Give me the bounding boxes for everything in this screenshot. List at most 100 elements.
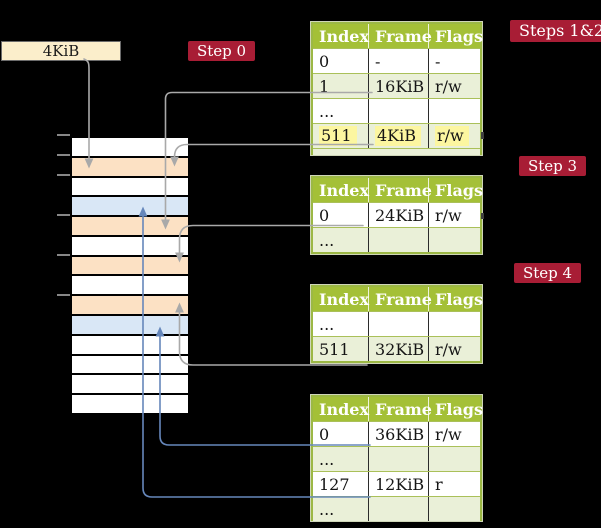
cell-index: ... (313, 228, 369, 252)
cell-flags (429, 312, 480, 336)
cell-flags: r/w (435, 205, 462, 225)
page-table-1: Index Frame Flags 0 - - 1 16KiB r/w ... … (311, 22, 483, 155)
table-row: 511 32KiB r/w (313, 336, 480, 361)
col-header-frame: Frame (369, 24, 432, 48)
col-header-frame: Frame (369, 178, 432, 202)
entry-stub (481, 132, 484, 139)
page-size-label: 4KiB (42, 42, 80, 60)
cell-flags (429, 497, 480, 521)
tick-mark (57, 154, 70, 156)
cell-frame (369, 312, 429, 336)
table-row: ... (313, 311, 480, 336)
page-table-2: Index Frame Flags 0 24KiB r/w ... (311, 176, 483, 254)
step0-badge: Step 0 (188, 41, 256, 61)
cell-frame: 32KiB (369, 337, 429, 361)
cell-index: 0 (313, 422, 369, 446)
table-row-highlighted: 511 4KiB r/w (313, 123, 480, 148)
cell-frame (369, 228, 429, 252)
cell-index: ... (313, 497, 369, 521)
page-size-box: 4KiB (1, 41, 121, 61)
table-row: ... (313, 98, 480, 123)
cell-flags (429, 99, 480, 123)
step4-badge: Step 4 (514, 263, 582, 283)
table-row: 1 16KiB r/w (313, 73, 480, 98)
cell-index: 511 (313, 124, 369, 148)
step3-badge: Step 3 (519, 156, 587, 176)
page-table-3: Index Frame Flags ... 511 32KiB r/w (311, 285, 483, 363)
col-header-flags: Flags (435, 289, 483, 309)
col-header-frame: Frame (369, 397, 432, 421)
highlight-mark: 4KiB (375, 126, 422, 146)
cell-index: 0 (313, 203, 369, 227)
col-header-index: Index (313, 24, 369, 48)
highlight-mark: 511 (319, 126, 357, 146)
col-header-flags: Flags (435, 180, 483, 200)
col-header-flags: Flags (435, 26, 483, 46)
table-row: ... (313, 496, 480, 521)
memory-frame-row-orange (72, 256, 188, 277)
tick-mark (57, 254, 70, 256)
cell-index: ... (313, 312, 369, 336)
table-header-row: Index Frame Flags (313, 178, 483, 202)
memory-frame-row-white (72, 355, 188, 376)
cell-flags: r/w (435, 339, 462, 359)
memory-frame-row-orange (72, 157, 188, 178)
cell-frame: 12KiB (369, 472, 429, 496)
cell-flags (429, 228, 480, 252)
memory-frame-row-white (72, 177, 188, 198)
cell-index: 127 (313, 472, 369, 496)
cell-frame: 16KiB (369, 74, 429, 98)
cell-index: 511 (313, 337, 369, 361)
steps12-badge: Steps 1&2 (510, 20, 601, 42)
memory-frame-row-orange (72, 217, 188, 237)
entry-stub (481, 213, 484, 219)
col-header-frame: Frame (369, 287, 432, 311)
cell-frame (369, 497, 429, 521)
table-header-row: Index Frame Flags (313, 24, 483, 48)
cell-index: ... (313, 99, 369, 123)
memory-frame-row-orange (72, 296, 188, 317)
cell-flags: r/w (429, 124, 480, 148)
cell-frame: 36KiB (369, 422, 429, 446)
cell-index: 0 (313, 49, 369, 73)
table-row: 0 36KiB r/w (313, 421, 480, 446)
highlight-mark: r/w (435, 126, 469, 146)
cell-frame: 4KiB (369, 124, 429, 148)
table-row: ... (313, 227, 480, 252)
table-header-row: Index Frame Flags (313, 397, 483, 421)
memory-frame-row-white (72, 395, 188, 413)
cell-flags: - (435, 51, 441, 71)
cell-frame (369, 447, 429, 471)
memory-frame-row-white (72, 138, 188, 158)
memory-frame-row-white (72, 335, 188, 356)
table-row: ... (313, 446, 480, 471)
col-header-index: Index (313, 178, 369, 202)
table-row: 0 24KiB r/w (313, 202, 480, 227)
memory-frame-row-blue (72, 316, 188, 336)
col-header-flags: Flags (435, 399, 483, 419)
cell-index: ... (313, 447, 369, 471)
table-row: 127 12KiB r (313, 471, 480, 496)
cell-frame (369, 99, 429, 123)
memory-frame-row-white (72, 375, 188, 396)
memory-frame-row-blue (72, 197, 188, 218)
cell-index: 1 (313, 74, 369, 98)
table-row: 0 - - (313, 48, 480, 73)
truncated-row (313, 148, 480, 155)
cell-frame: 24KiB (369, 203, 429, 227)
memory-frame-row-white (72, 276, 188, 297)
cell-flags: r/w (435, 424, 462, 444)
table-header-row: Index Frame Flags (313, 287, 483, 311)
cell-flags: r/w (435, 76, 462, 96)
page-table-4: Index Frame Flags 0 36KiB r/w ... 127 12… (311, 395, 483, 521)
tick-mark (57, 134, 70, 136)
tick-mark (57, 294, 70, 296)
tick-mark (57, 214, 70, 216)
cell-flags (429, 447, 480, 471)
physical-memory-strip (70, 136, 190, 415)
col-header-index: Index (313, 287, 369, 311)
cell-frame: - (369, 49, 429, 73)
tick-mark (57, 174, 70, 176)
col-header-index: Index (313, 397, 369, 421)
